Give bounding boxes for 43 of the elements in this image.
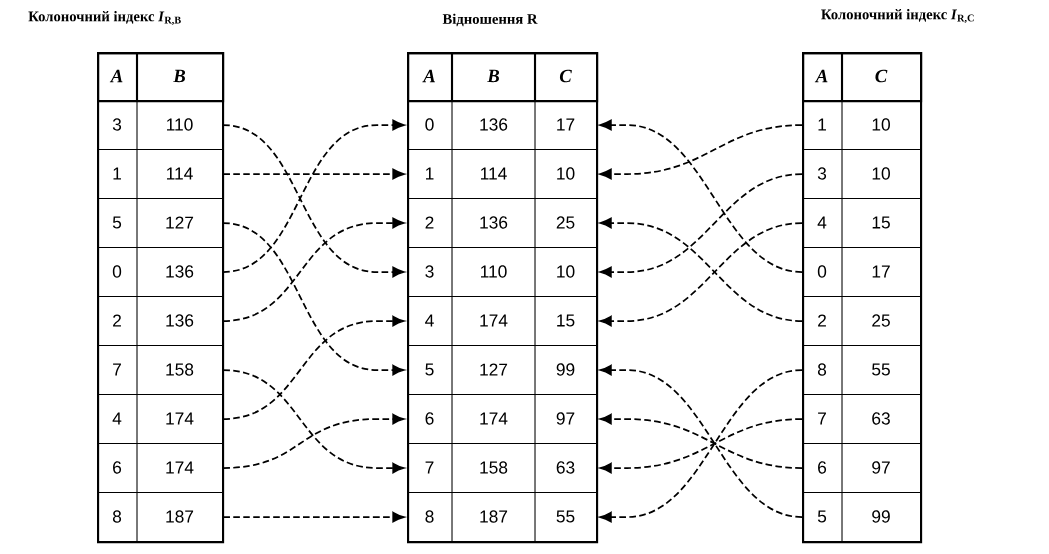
table-row: 6 174	[97, 442, 224, 494]
arrow	[222, 315, 405, 420]
arrow	[599, 119, 803, 273]
table-row: 5 99	[802, 491, 922, 543]
arrow	[222, 222, 405, 376]
table-row: 0 136	[97, 246, 224, 298]
table-row: 2 25	[802, 295, 922, 347]
table-row: 4 15	[802, 197, 922, 249]
table-row: 4 174 15	[407, 295, 598, 347]
table-row: 5 127 99	[407, 344, 598, 396]
header-row: A C	[802, 52, 923, 103]
table-row: 2 136	[97, 295, 224, 347]
table-row: 3 10	[802, 148, 922, 200]
table-row: 0 17	[802, 246, 922, 298]
header-row: A B C	[407, 52, 599, 103]
arrow	[599, 124, 803, 180]
table-row: 7 158	[97, 344, 224, 396]
table-heading: Колоночний індекс I$_{R,C}$	[821, 9, 974, 23]
table-row: 8 187	[97, 491, 224, 543]
header-row: A B	[97, 52, 225, 103]
table-row: 3 110 10	[407, 246, 598, 298]
table-row: 7 158 63	[407, 442, 598, 494]
arrow	[222, 217, 405, 322]
table-row: 8 55	[802, 344, 922, 396]
table-row: 6 97	[802, 442, 922, 494]
table-row: 1 10	[802, 99, 922, 151]
table-row: 3 110	[97, 99, 224, 151]
arrow	[599, 173, 803, 278]
table-row: 7 63	[802, 393, 922, 445]
table-row: 5 127	[97, 197, 224, 249]
arrow	[222, 168, 405, 180]
table-row: 0 136 17	[407, 99, 598, 151]
table-row: 8 187 55	[407, 491, 598, 543]
arrow	[222, 369, 405, 474]
table-heading: Відношення R	[442, 13, 538, 27]
table-row: 6 174 97	[407, 393, 598, 445]
table-row: 1 114	[97, 148, 224, 200]
table-row: 2 136 25	[407, 197, 598, 249]
arrow	[222, 413, 405, 469]
arrow	[222, 511, 405, 523]
table-row: 4 174	[97, 393, 224, 445]
table-row: 1 114 10	[407, 148, 598, 200]
table-heading: Колоночний індекс I$_{R,B}$	[28, 11, 181, 25]
